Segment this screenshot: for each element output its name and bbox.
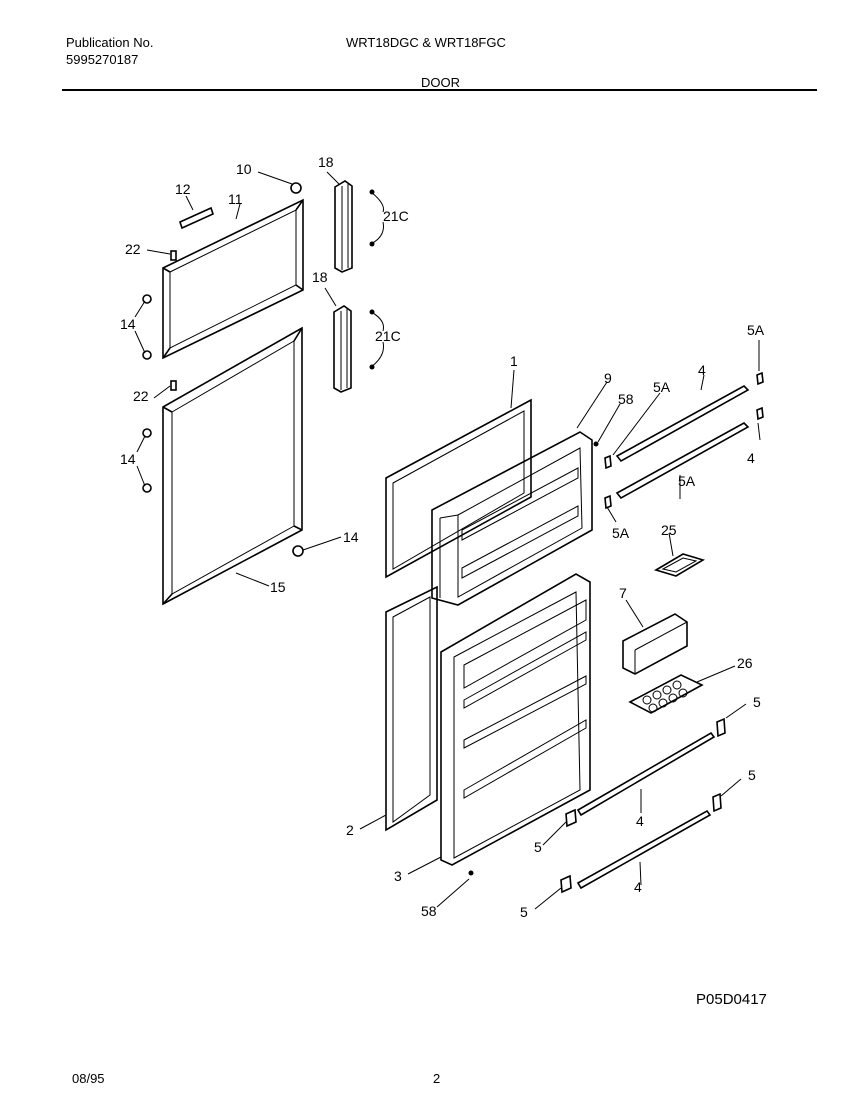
tray-part	[654, 553, 705, 577]
plug-button-part	[290, 182, 302, 194]
callout-label: 5	[520, 904, 528, 920]
footer-date: 08/95	[72, 1071, 105, 1086]
shelf-bar-lower-2	[576, 809, 712, 890]
screw-58-part	[593, 441, 599, 447]
freezer-door-liner	[431, 431, 593, 606]
callout-label: 58	[618, 391, 634, 407]
figure-code: P05D0417	[696, 991, 767, 1008]
screw-58-part	[468, 870, 474, 876]
fresh-food-door-gasket	[385, 585, 438, 832]
callout-label: 12	[175, 181, 191, 197]
callout-label: 5	[534, 839, 542, 855]
callout-label: 5A	[747, 322, 765, 338]
callout-label: 4	[636, 813, 644, 829]
callout-label: 7	[619, 585, 627, 601]
fresh-food-door-liner	[440, 573, 591, 866]
callout-label: 15	[270, 579, 286, 595]
callout-label: 4	[747, 450, 755, 466]
shelf-bar-lower-1	[576, 731, 716, 817]
callout-label: 21C	[375, 328, 401, 344]
callout-label: 9	[604, 370, 612, 386]
callout-label: 22	[125, 241, 141, 257]
leader-lines	[134, 171, 761, 910]
end-cap-part	[565, 808, 577, 828]
callout-label: 2	[346, 822, 354, 838]
callout-label: 14	[120, 316, 136, 332]
callout-label: 18	[318, 154, 334, 170]
plug-part	[142, 483, 152, 493]
plug-part	[142, 428, 152, 438]
callout-label: 26	[737, 655, 753, 671]
screw-part	[170, 380, 177, 391]
callout-label: 5	[748, 767, 756, 783]
screw-part	[170, 250, 177, 261]
callout-label: 4	[698, 362, 706, 378]
end-cap-part	[712, 792, 722, 813]
callout-label: 14	[343, 529, 359, 545]
shelf-bar-upper-1	[615, 385, 750, 463]
header-rule	[62, 89, 817, 91]
callout-label: 1	[510, 353, 518, 369]
plug-part	[142, 294, 152, 304]
end-cap-part	[604, 454, 612, 470]
callout-label: 18	[312, 269, 328, 285]
callout-label: 5	[753, 694, 761, 710]
freezer-gasket-frame	[162, 198, 304, 360]
shelf-bar-upper-2	[615, 422, 750, 500]
callout-label: 5A	[612, 525, 630, 541]
callout-label: 5A	[653, 379, 671, 395]
end-cap-part	[604, 494, 612, 510]
callout-label: 5A	[678, 473, 696, 489]
plug-part	[292, 545, 304, 557]
callout-label: 4	[634, 879, 642, 895]
fresh-food-gasket-frame	[162, 326, 303, 606]
dairy-door-part	[622, 613, 688, 675]
callout-label: 10	[236, 161, 252, 177]
callout-label: 25	[661, 522, 677, 538]
callout-label: 22	[133, 388, 149, 404]
section-title: DOOR	[421, 75, 460, 90]
handle-lower	[333, 305, 352, 393]
breaker-strip-part	[179, 206, 214, 230]
egg-tray-part	[628, 674, 704, 714]
end-cap-part	[756, 371, 764, 386]
callout-label: 14	[120, 451, 136, 467]
plug-part	[142, 350, 152, 360]
publication-label: Publication No.	[66, 35, 154, 50]
handle-upper	[334, 180, 353, 273]
model-numbers: WRT18DGC & WRT18FGC	[346, 35, 506, 50]
callout-label: 21C	[383, 208, 409, 224]
end-cap-part	[756, 406, 764, 421]
callout-label: 11	[228, 191, 243, 207]
end-cap-part	[560, 874, 572, 894]
callout-label: 3	[394, 868, 402, 884]
page-number: 2	[433, 1071, 441, 1086]
freezer-door-gasket	[385, 398, 532, 579]
publication-number: 5995270187	[66, 52, 139, 67]
end-cap-part	[716, 717, 726, 738]
callout-label: 58	[421, 903, 437, 919]
